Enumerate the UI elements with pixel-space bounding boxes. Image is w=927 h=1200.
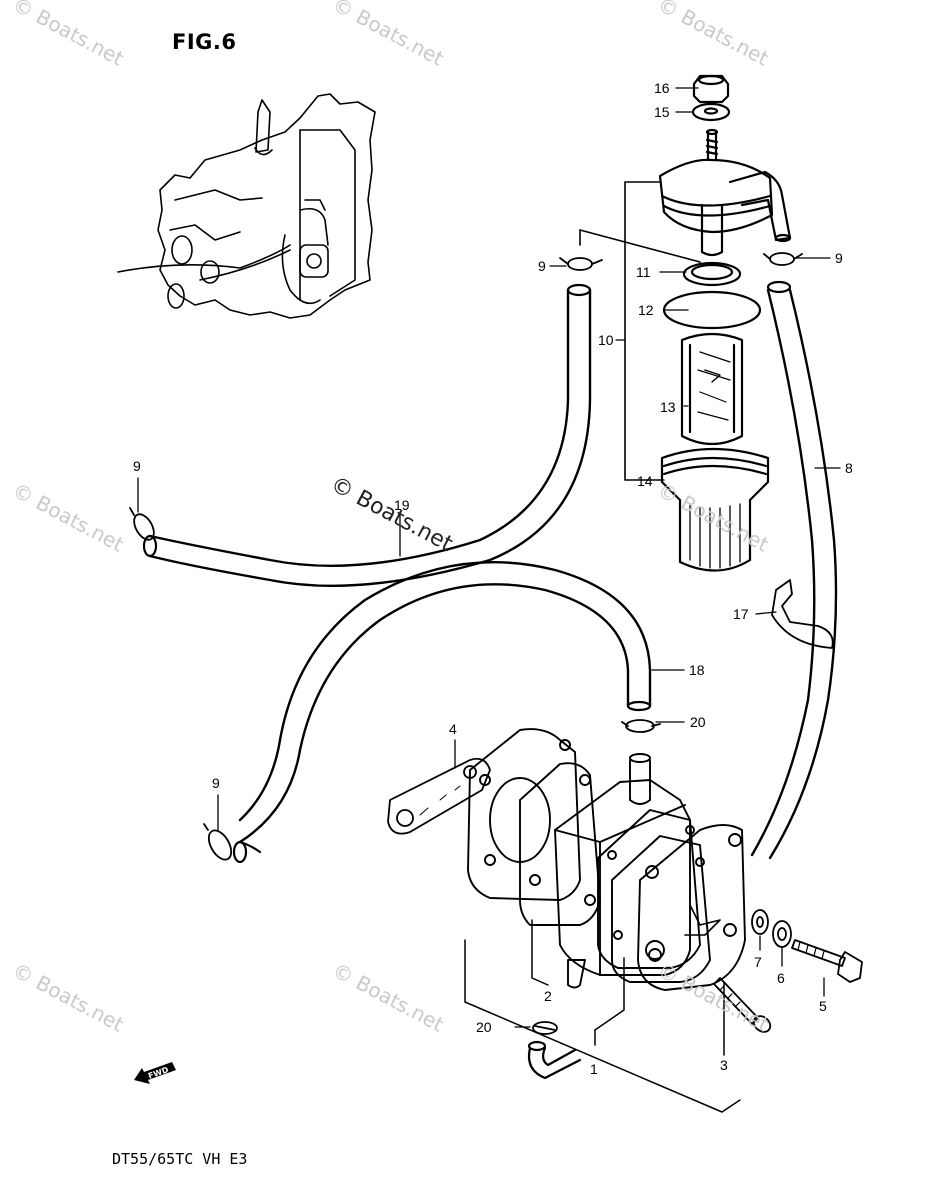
fuel-hose-8 [750,288,816,857]
hose-clip [559,257,603,271]
callout-10: 10 [598,332,614,348]
washer-7 [751,909,769,935]
callout-9: 9 [835,250,843,266]
fwd-label: FWD [147,1065,170,1081]
callout-13: 13 [660,399,676,415]
bolt-5 [791,939,863,983]
callout-15: 15 [654,104,670,120]
fuel-filter-assembly [658,74,792,572]
hose-clip [763,252,803,266]
gasket-4 [387,757,491,835]
callout-19: 19 [394,497,410,513]
callout-9: 9 [212,775,220,791]
callout-9: 9 [538,258,546,274]
fuel-hose-18 [238,583,630,844]
callout-3: 3 [720,1057,728,1073]
callout-16: 16 [654,80,670,96]
callout-20: 20 [476,1019,492,1035]
callout-4: 4 [449,721,457,737]
callout-2: 2 [544,988,552,1004]
callout-6: 6 [777,970,785,986]
callout-14: 14 [637,473,653,489]
callout-9: 9 [133,458,141,474]
callout-18: 18 [689,662,705,678]
figure-title: FIG.6 [172,30,237,54]
callout-17: 17 [733,606,749,622]
hose-clip [532,1021,558,1035]
hose-clamp [771,579,834,649]
callout-11: 11 [636,264,651,280]
callout-12: 12 [638,302,654,318]
hose-clip [621,719,661,733]
washer-6 [772,920,792,948]
filter-cap [658,158,774,234]
forward-arrow-icon: FWD [134,1062,176,1084]
fuel-hose-19 [148,288,570,567]
o-ring-small [682,261,742,287]
hose-clip [203,823,233,861]
engine-overview-illustration [117,93,376,319]
screw-3 [713,977,772,1033]
filter-element [680,332,744,446]
washer [691,102,731,122]
callout-20: 20 [690,714,706,730]
callout-1: 1 [590,1061,598,1077]
filter-bowl [660,447,770,572]
callout-7: 7 [754,954,762,970]
model-label: DT55/65TC VH E3 [112,1150,248,1168]
hose-clip [129,507,155,541]
callout-8: 8 [845,460,853,476]
fuel-hose-short [527,1046,582,1080]
fuel-pump-assembly [467,728,746,991]
callout-5: 5 [819,998,827,1014]
